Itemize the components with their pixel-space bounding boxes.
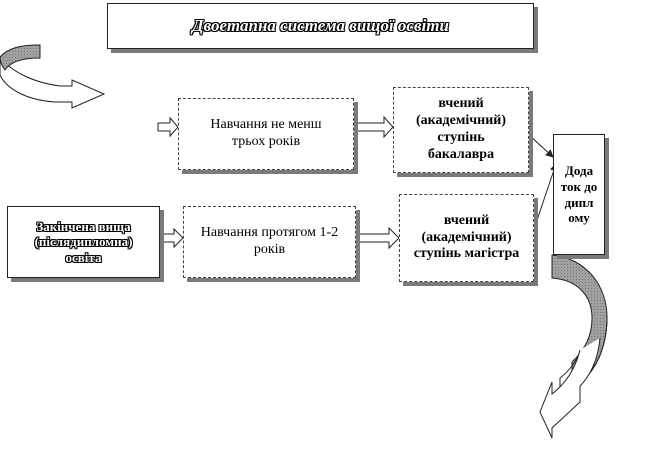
curved-arrow-bottom-right bbox=[539, 254, 608, 439]
node-study-three-years-label: Навчання не менш трьох років bbox=[210, 117, 322, 149]
node-bachelor-degree: вчений (академічний) ступінь бакалавра bbox=[393, 87, 529, 173]
node-completed-education: Закінчена вища (післядипломна) освіта bbox=[7, 206, 160, 278]
node-study-one-two-years-label: Навчання протягом 1-2 років bbox=[200, 225, 339, 257]
block-arrow-to-study-one-two bbox=[159, 227, 184, 249]
node-completed-education-label: Закінчена вища (післядипломна) освіта bbox=[34, 218, 133, 265]
node-study-one-two-years: Навчання протягом 1-2 років bbox=[183, 206, 356, 278]
block-arrow-into-study-three bbox=[157, 116, 179, 138]
node-study-three-years: Навчання не менш трьох років bbox=[178, 98, 354, 170]
node-master-degree: вчений (академічний) ступінь магістра bbox=[399, 194, 534, 282]
block-arrow-to-bachelor bbox=[354, 115, 394, 139]
diagram-title-box: Двоетапна система вищої освіти bbox=[107, 3, 534, 49]
line-bachelor-to-supplement bbox=[528, 134, 554, 158]
node-diploma-supplement: Дода ток до дипл ому bbox=[553, 134, 605, 255]
block-arrow-to-master bbox=[356, 226, 400, 250]
diagram-title: Двоетапна система вищої освіти bbox=[192, 15, 449, 35]
node-diploma-supplement-label: Дода ток до дипл ому bbox=[560, 163, 598, 226]
curved-arrow-top-left bbox=[0, 44, 106, 109]
node-master-degree-label: вчений (академічний) ступінь магістра bbox=[413, 212, 520, 262]
line-master-to-supplement bbox=[531, 163, 558, 236]
node-bachelor-degree-label: вчений (академічний) ступінь бакалавра bbox=[416, 96, 506, 162]
